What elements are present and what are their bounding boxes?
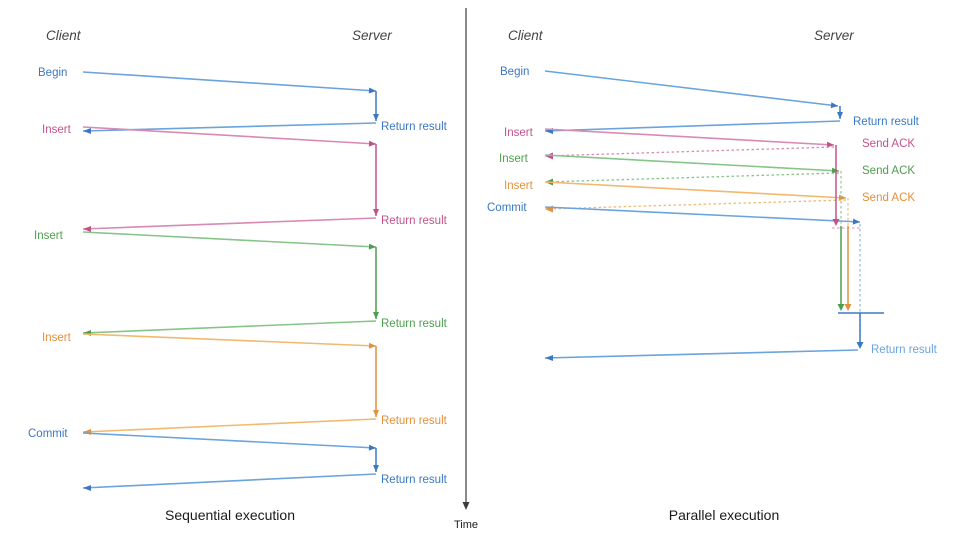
right-request-line-insert-1 bbox=[544, 128, 835, 146]
left-activation-arrowhead-insert-2 bbox=[373, 312, 379, 319]
right-return-label-begin: Return result bbox=[853, 116, 920, 128]
right-commit-return-arrowhead bbox=[856, 342, 864, 349]
left-client-label-insert-2: Insert bbox=[34, 230, 64, 242]
left-message-commit: Return result bbox=[82, 432, 448, 491]
left-response-arrowhead-commit bbox=[83, 485, 91, 491]
left-message-insert-1: Return result bbox=[82, 126, 448, 232]
right-client-label-begin: Begin bbox=[500, 66, 529, 78]
left-activation-arrowhead-begin bbox=[373, 114, 379, 121]
right-ack-label-insert-1: Send ACK bbox=[862, 138, 915, 150]
right-ack-label-insert-2: Send ACK bbox=[862, 165, 915, 177]
left-request-arrowhead-insert-2 bbox=[368, 243, 376, 250]
right-activation-arrowhead-green bbox=[837, 304, 845, 311]
time-axis-group: Time bbox=[454, 8, 478, 531]
right-client-label-insert-3: Insert bbox=[504, 180, 534, 192]
left-request-line-insert-2 bbox=[82, 231, 377, 248]
left-response-line-insert-3 bbox=[82, 418, 377, 433]
right-client-label-insert-2: Insert bbox=[499, 153, 529, 165]
left-request-arrowhead-insert-3 bbox=[368, 342, 376, 349]
right-client-label-commit: Commit bbox=[487, 202, 527, 214]
right-message-insert-3: Send ACK bbox=[544, 181, 915, 213]
left-response-arrowhead-insert-2 bbox=[83, 330, 91, 336]
left-server-role-label: Server bbox=[352, 28, 392, 43]
right-message-begin: Return result bbox=[544, 70, 920, 134]
right-request-arrowhead-commit bbox=[852, 218, 860, 225]
left-response-line-insert-1 bbox=[82, 217, 377, 230]
left-client-label-commit: Commit bbox=[28, 428, 68, 440]
left-request-line-insert-3 bbox=[82, 333, 377, 347]
right-activation-arrowhead-magenta bbox=[832, 219, 840, 226]
left-return-label-begin: Return result bbox=[381, 121, 448, 133]
left-request-line-insert-1 bbox=[82, 126, 377, 145]
left-message-begin: Return result bbox=[82, 71, 448, 134]
left-request-arrowhead-commit bbox=[368, 444, 376, 451]
left-panel-group: Client Server Return result Retur bbox=[28, 28, 448, 523]
left-request-arrowhead-begin bbox=[368, 87, 376, 94]
left-response-line-insert-2 bbox=[82, 320, 377, 334]
left-client-role-label: Client bbox=[46, 28, 82, 43]
left-client-label-begin: Begin bbox=[38, 67, 67, 79]
right-response-arrowhead-commit bbox=[545, 355, 553, 361]
left-request-line-begin bbox=[82, 71, 377, 92]
right-request-line-insert-2 bbox=[544, 154, 840, 172]
right-request-arrowhead-insert-1 bbox=[826, 141, 834, 148]
left-response-line-commit bbox=[82, 473, 377, 489]
right-activation-arrowhead-begin bbox=[837, 112, 843, 119]
right-ack-label-insert-3: Send ACK bbox=[862, 192, 915, 204]
time-axis-arrowhead-icon bbox=[462, 502, 470, 510]
right-message-insert-1: Send ACK bbox=[544, 128, 915, 160]
right-client-role-label: Client bbox=[508, 28, 544, 43]
right-server-role-label: Server bbox=[814, 28, 854, 43]
right-ack-line-insert-2 bbox=[544, 172, 840, 183]
time-axis-label: Time bbox=[454, 519, 478, 531]
right-client-label-insert-1: Insert bbox=[504, 127, 534, 139]
right-request-line-insert-3 bbox=[544, 181, 847, 199]
right-ack-line-insert-1 bbox=[544, 146, 835, 157]
left-message-insert-3: Return result bbox=[82, 333, 448, 435]
left-response-arrowhead-begin bbox=[83, 128, 91, 134]
right-server-activation-group: Return result bbox=[544, 145, 938, 361]
left-message-insert-2: Return result bbox=[82, 231, 448, 336]
left-return-label-insert-2: Return result bbox=[381, 318, 448, 330]
left-response-arrowhead-insert-1 bbox=[83, 226, 91, 232]
right-activation-arrowhead-orange bbox=[844, 304, 852, 311]
left-return-label-insert-1: Return result bbox=[381, 215, 448, 227]
right-response-line-begin bbox=[544, 120, 841, 132]
right-request-arrowhead-begin bbox=[830, 102, 838, 109]
right-panel-caption: Parallel execution bbox=[669, 507, 780, 523]
right-message-insert-2: Send ACK bbox=[544, 154, 915, 186]
left-request-line-commit bbox=[82, 432, 377, 449]
left-activation-arrowhead-insert-3 bbox=[373, 410, 379, 417]
right-panel-group: Client Server Return result Send ACK bbox=[487, 28, 938, 523]
left-activation-arrowhead-commit bbox=[373, 465, 379, 472]
right-request-line-begin bbox=[544, 70, 839, 107]
right-message-commit bbox=[544, 206, 861, 225]
right-request-line-commit bbox=[544, 206, 861, 223]
left-client-label-insert-1: Insert bbox=[42, 124, 72, 136]
right-ack-line-insert-3 bbox=[544, 199, 847, 210]
right-return-label-commit: Return result bbox=[871, 344, 938, 356]
left-panel-caption: Sequential execution bbox=[165, 507, 295, 523]
left-activation-arrowhead-insert-1 bbox=[373, 209, 379, 216]
left-request-arrowhead-insert-1 bbox=[368, 140, 376, 147]
right-response-line-commit bbox=[544, 349, 859, 359]
left-client-label-insert-3: Insert bbox=[42, 332, 72, 344]
left-return-label-insert-3: Return result bbox=[381, 415, 448, 427]
left-return-label-commit: Return result bbox=[381, 474, 448, 486]
